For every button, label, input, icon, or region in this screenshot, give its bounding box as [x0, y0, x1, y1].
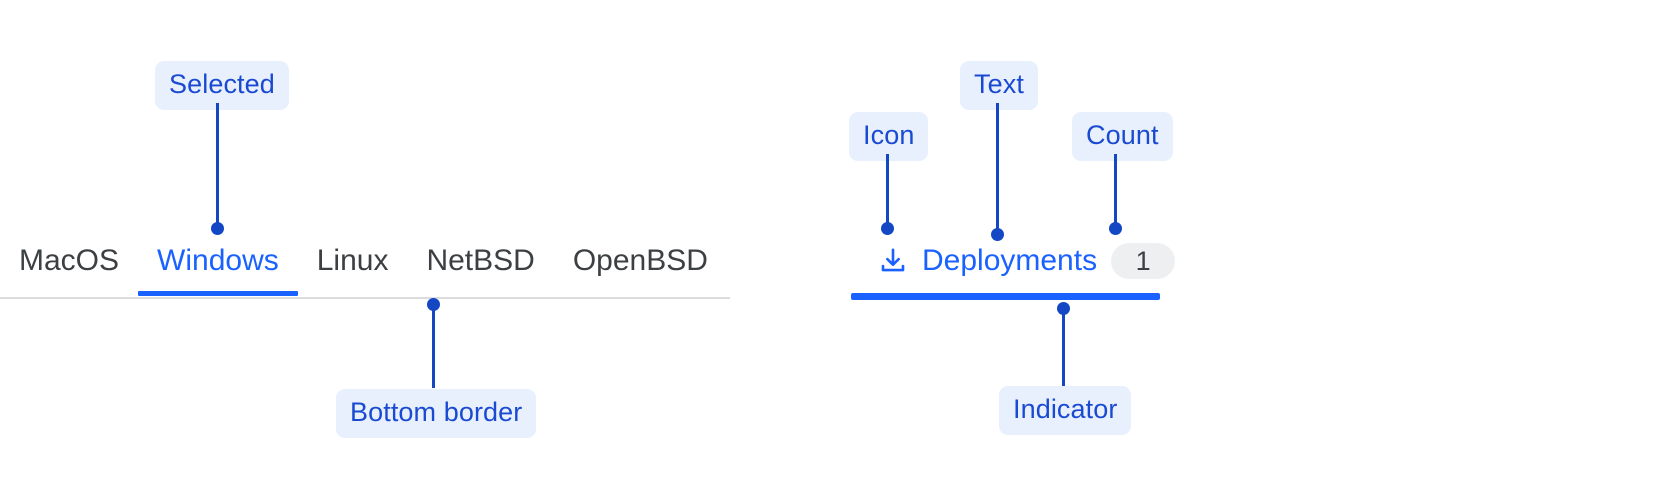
- annotation-line-bottom-border: [432, 304, 435, 388]
- annotation-dot-text: [991, 228, 1004, 241]
- annotation-label-bottom-border: Bottom border: [336, 389, 537, 438]
- tab-linux[interactable]: Linux: [298, 243, 408, 279]
- tab-count-badge: 1: [1111, 243, 1176, 279]
- annotation-label-icon: Icon: [849, 112, 929, 161]
- annotation-line-selected: [216, 103, 219, 228]
- tab-active-indicator: [851, 293, 1160, 300]
- annotation-label-text: Text: [960, 61, 1038, 110]
- tab-windows-label: Windows: [157, 244, 279, 277]
- tab-netbsd[interactable]: NetBSD: [407, 243, 553, 279]
- download-icon: [878, 246, 908, 276]
- annotation-label-selected: Selected: [155, 61, 289, 110]
- annotation-line-count: [1114, 154, 1117, 228]
- annotation-line-indicator: [1062, 308, 1065, 386]
- tab-list-left: MacOS Windows Linux NetBSD OpenBSD: [0, 243, 727, 296]
- annotation-dot-selected: [211, 222, 224, 235]
- tab-deployments-label: Deployments: [922, 244, 1098, 277]
- tab-bar-left: MacOS Windows Linux NetBSD OpenBSD: [0, 243, 730, 299]
- tab-linux-label: Linux: [316, 244, 389, 277]
- tab-openbsd[interactable]: OpenBSD: [554, 243, 727, 279]
- annotation-dot-icon: [881, 222, 894, 235]
- tab-windows[interactable]: Windows: [137, 243, 298, 296]
- tab-openbsd-label: OpenBSD: [572, 244, 708, 277]
- tab-netbsd-label: NetBSD: [426, 244, 535, 277]
- tab-active-indicator-left: [137, 291, 298, 296]
- annotation-label-indicator: Indicator: [999, 386, 1132, 435]
- tab-deployments[interactable]: Deployments 1: [878, 243, 1176, 279]
- tabs-bottom-border: [0, 297, 730, 299]
- annotation-label-count: Count: [1072, 112, 1173, 161]
- annotation-line-icon: [886, 154, 889, 228]
- tab-macos-label: MacOS: [19, 244, 120, 277]
- annotation-line-text: [996, 103, 999, 233]
- annotation-dot-count: [1109, 222, 1122, 235]
- tab-bar-right: Deployments 1: [851, 243, 1176, 303]
- tab-macos[interactable]: MacOS: [0, 243, 138, 279]
